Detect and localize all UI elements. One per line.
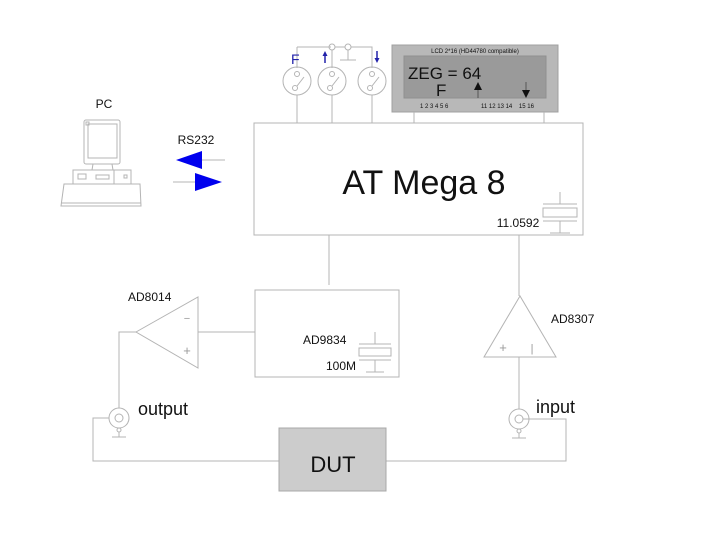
output-label: output	[138, 399, 188, 419]
crystal-icon	[358, 332, 392, 373]
button-f-label: F	[291, 51, 300, 67]
pc-icon	[60, 119, 142, 207]
crystal-mcu-label: 11.0592	[497, 216, 540, 230]
lcd-pins-right: 11 12 13 14 15 16	[481, 104, 535, 110]
button-f[interactable]	[282, 66, 312, 123]
lcd-cursor-down-icon	[522, 82, 530, 98]
output-bnc-connector-icon	[108, 407, 130, 438]
button-up[interactable]	[317, 66, 347, 123]
crystal-icon	[542, 192, 578, 234]
dut-label: DUT	[310, 452, 355, 477]
lcd-pins-left: 1 2 3 4 5 6	[420, 104, 449, 110]
log-amp-minus: |	[531, 343, 534, 355]
log-amp-plus: +	[499, 340, 507, 355]
dut-block	[278, 427, 387, 492]
arrow-down-icon	[374, 51, 380, 63]
ground-icon	[340, 50, 356, 61]
rs232-label: RS232	[178, 133, 215, 147]
rs232-arrow-left-icon	[176, 151, 225, 169]
dds-block	[254, 289, 400, 378]
mcu-label: AT Mega 8	[342, 164, 505, 202]
lcd-line2: F	[436, 81, 446, 100]
opamp-ad8014	[134, 296, 199, 369]
arrow-up-icon	[322, 51, 328, 63]
input-bnc-connector-icon	[508, 408, 530, 439]
opamp-ad8014-label: AD8014	[128, 290, 172, 304]
input-label: input	[536, 397, 575, 417]
lcd-line1: ZEG = 64	[408, 64, 481, 83]
lcd-cursor-up-icon	[474, 82, 482, 98]
button-down[interactable]	[357, 66, 387, 123]
lcd-display	[391, 44, 559, 113]
log-amp-ad8307	[483, 295, 557, 358]
lcd-caption: LCD 2*16 (HD44780 compatible)	[431, 49, 519, 55]
log-amp-label: AD8307	[551, 312, 595, 326]
rs232-arrow-right-icon	[173, 173, 222, 191]
pc-label: PC	[96, 97, 113, 111]
opamp-minus: −	[184, 313, 190, 325]
crystal-dds-label: 100M	[326, 359, 356, 373]
dds-label: AD9834	[303, 333, 347, 347]
mcu-block	[253, 122, 584, 236]
opamp-plus: +	[183, 343, 191, 358]
